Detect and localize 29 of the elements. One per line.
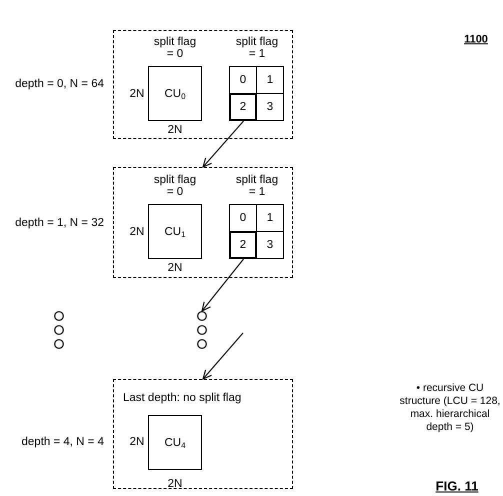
dimension-label: 2N [130, 88, 144, 100]
reference-number: 1100 [464, 33, 488, 47]
split-flag-label: split flag = 1 [234, 36, 280, 60]
depth-panel [113, 30, 293, 139]
dimension-label: 2N [130, 436, 144, 448]
quadrant-block: 2 [229, 93, 257, 121]
arrow [201, 258, 244, 312]
depth-label: depth = 0, N = 64 [15, 78, 104, 90]
coding-unit-block: CU$_{0}$ [148, 66, 202, 121]
quadrant-block: 2 [229, 231, 257, 259]
arrow [202, 120, 244, 168]
vertical-ellipsis-icon [197, 311, 207, 349]
split-flag-label: split flag = 1 [234, 174, 280, 198]
depth-panel [113, 167, 293, 278]
split-flag-label: split flag = 0 [152, 174, 198, 198]
depth-label: depth = 1, N = 32 [15, 217, 104, 229]
dimension-label: 2N [168, 478, 182, 490]
arrow [202, 332, 244, 380]
panel-heading: Last depth: no split flag [123, 392, 242, 404]
coding-unit-block: CU$_{1}$ [148, 204, 202, 259]
dimension-label: 2N [168, 262, 182, 274]
note-text: • recursive CU structure (LCU = 128, max. hierarchical depth = 5) [398, 382, 502, 434]
coding-unit-block: CU$_{4}$ [148, 415, 202, 470]
depth-label: depth = 4, N = 4 [22, 436, 104, 448]
split-flag-label: split flag = 0 [152, 36, 198, 60]
depth-panel [113, 379, 293, 489]
dimension-label: 2N [130, 226, 144, 238]
dimension-label: 2N [168, 124, 182, 136]
figure-caption: FIG. 11 [436, 478, 478, 494]
